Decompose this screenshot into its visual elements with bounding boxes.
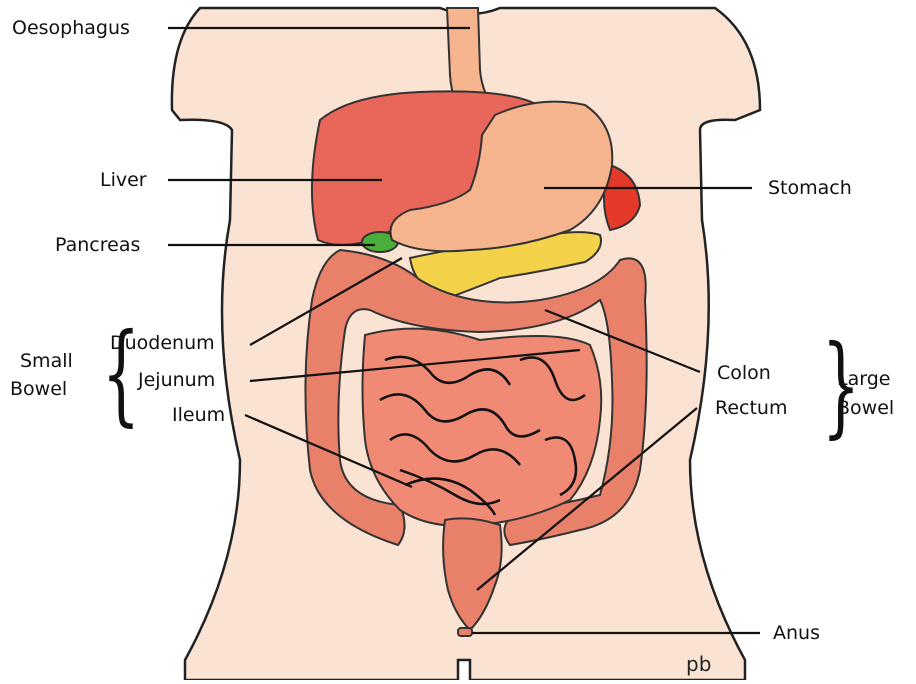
label-small-bowel-line2: Bowel bbox=[10, 378, 67, 400]
label-rectum: Rectum bbox=[715, 397, 787, 419]
label-ileum: Ileum bbox=[172, 404, 225, 426]
label-pancreas: Pancreas bbox=[55, 234, 140, 256]
anus-shape bbox=[458, 628, 472, 636]
artist-signature: pb bbox=[686, 652, 711, 676]
label-jejunum: Jejunum bbox=[138, 369, 215, 391]
label-small-bowel-line1: Small bbox=[20, 350, 73, 372]
label-oesophagus: Oesophagus bbox=[12, 17, 130, 39]
label-anus: Anus bbox=[773, 622, 820, 644]
label-liver: Liver bbox=[100, 169, 147, 191]
label-stomach: Stomach bbox=[768, 177, 852, 199]
large-bowel-brace: } bbox=[822, 330, 861, 440]
label-colon: Colon bbox=[717, 362, 771, 384]
small-bowel-brace: { bbox=[102, 318, 141, 428]
